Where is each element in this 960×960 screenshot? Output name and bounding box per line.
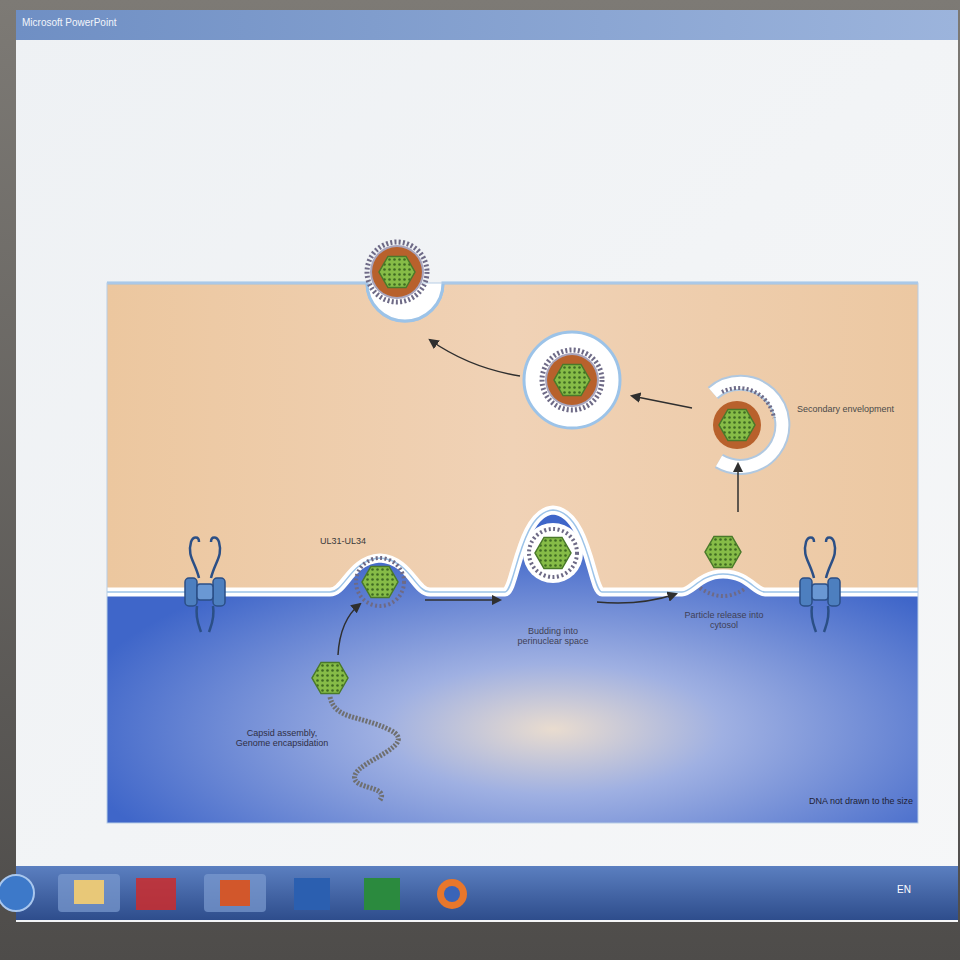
step-label: Budding into perinuclear space xyxy=(508,626,598,647)
window-title: Microsoft PowerPoint xyxy=(22,17,342,29)
note-label: DNA not drawn to the size xyxy=(775,796,913,806)
step-label: Particle release into cytosol xyxy=(683,610,765,631)
step-label: Capsid assembly, Genome encapsidation xyxy=(232,728,332,749)
step-label: Secondary envelopment xyxy=(797,404,912,414)
language-indicator: EN xyxy=(897,884,923,896)
protein-label: UL31-UL34 xyxy=(320,536,390,546)
